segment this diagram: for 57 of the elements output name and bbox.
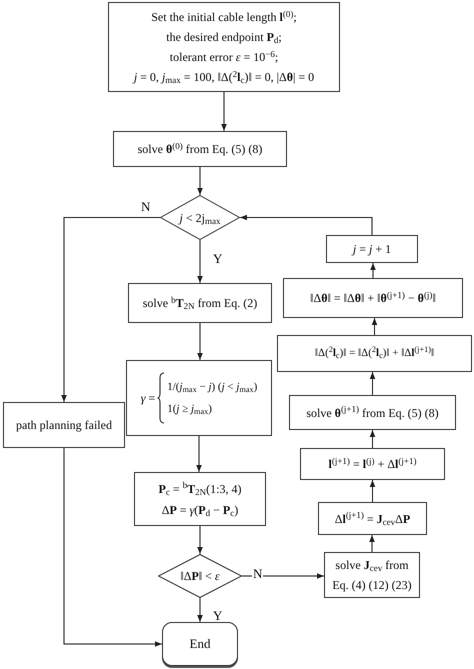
step-text: path planning failed: [16, 417, 112, 434]
arrow: [61, 217, 160, 402]
process-box: [126, 360, 272, 436]
process-box: [289, 395, 456, 430]
process-box: [134, 472, 266, 526]
step-text: solve θ$^{(0)}$ from Eq. (5) (8): [138, 140, 262, 158]
step-text: End: [190, 635, 210, 654]
step-text: solve J$_{cev}$ from Eq. (4) (12) (23): [331, 557, 413, 594]
step-text: l$^{(j+1)}$ = l$^{(j)}$ + Δl$^{(j+1)}$: [328, 455, 416, 473]
arrow: [197, 322, 203, 360]
process-box: [326, 235, 418, 263]
step-text: j = 0, j$_{max}$ = 100, ‖Δ($^{2}$l$_{c}$)‖ = 0, |Δθ| = 0: [134, 68, 314, 86]
arrow: [370, 262, 376, 278]
arrow: [197, 166, 203, 196]
arrow: [197, 526, 203, 554]
step-text: 1/(j$_{max}$ − j) (j < j$_{max}$): [167, 380, 258, 395]
edge-label: N: [140, 200, 152, 213]
arrow: [64, 448, 162, 647]
step-text: tolerant error ε = 10$^{−6}$;: [170, 48, 278, 66]
step-text: Δl$^{(j+1)}$ = J$_{cev}$ΔP: [334, 510, 410, 528]
arrow: [369, 534, 375, 552]
step-text: Set the initial cable length l$^{(0)}$;: [151, 8, 297, 26]
edge-label: Y: [212, 609, 224, 622]
process-box: [324, 552, 420, 598]
step-text: solve θ$^{(j+1)}$ from Eq. (5) (8): [306, 404, 439, 422]
process-box: [3, 402, 125, 448]
terminal-box: [162, 622, 238, 666]
arrow: [372, 318, 378, 336]
process-box: [108, 2, 340, 92]
step-text: ‖ΔP‖ < ε: [180, 568, 220, 585]
step-text: ‖Δθ‖ = ‖Δθ‖ + ‖θ$^{(j+1)}$ − θ$^{(j)}$‖: [310, 289, 436, 307]
arrow: [197, 598, 203, 622]
arrow: [370, 480, 376, 502]
process-box: [300, 448, 445, 480]
arrow: [242, 573, 324, 579]
step-text: j = j + 1: [352, 241, 392, 258]
arrow: [221, 92, 227, 132]
process-box: [277, 335, 472, 372]
step-text: ΔP = γ(P$_{d}$ − P$_{c}$): [162, 502, 238, 518]
step-text: j < 2j$_{max}$: [180, 210, 220, 226]
process-box: [318, 502, 427, 535]
process-box: [113, 131, 287, 167]
process-box: [283, 278, 463, 318]
edge-label: N: [252, 567, 264, 580]
arrow: [240, 214, 372, 236]
step-text: P$_{c}$ = $^{b}$T$_{2N}$(1:3, 4): [158, 480, 242, 498]
step-text: γ =: [140, 390, 156, 407]
process-box: [128, 283, 272, 323]
edge-label: Y: [212, 252, 224, 265]
step-text: the desired endpoint P$_{d}$;: [166, 29, 282, 46]
arrow: [370, 372, 376, 396]
step-text: 1(j ≥ j$_{max}$): [167, 402, 212, 418]
step-text: solve $^{b}$T$_{2N}$ from Eq. (2): [142, 294, 258, 312]
step-text: ‖Δ($^{2}$l$_{c}$)‖ = ‖Δ($^{2}$l$_{c}$)‖ + ‖Δl$^{(j+1)}$‖: [314, 345, 434, 362]
arrow: [197, 240, 203, 284]
arrow: [196, 436, 202, 472]
arrow: [370, 430, 376, 448]
